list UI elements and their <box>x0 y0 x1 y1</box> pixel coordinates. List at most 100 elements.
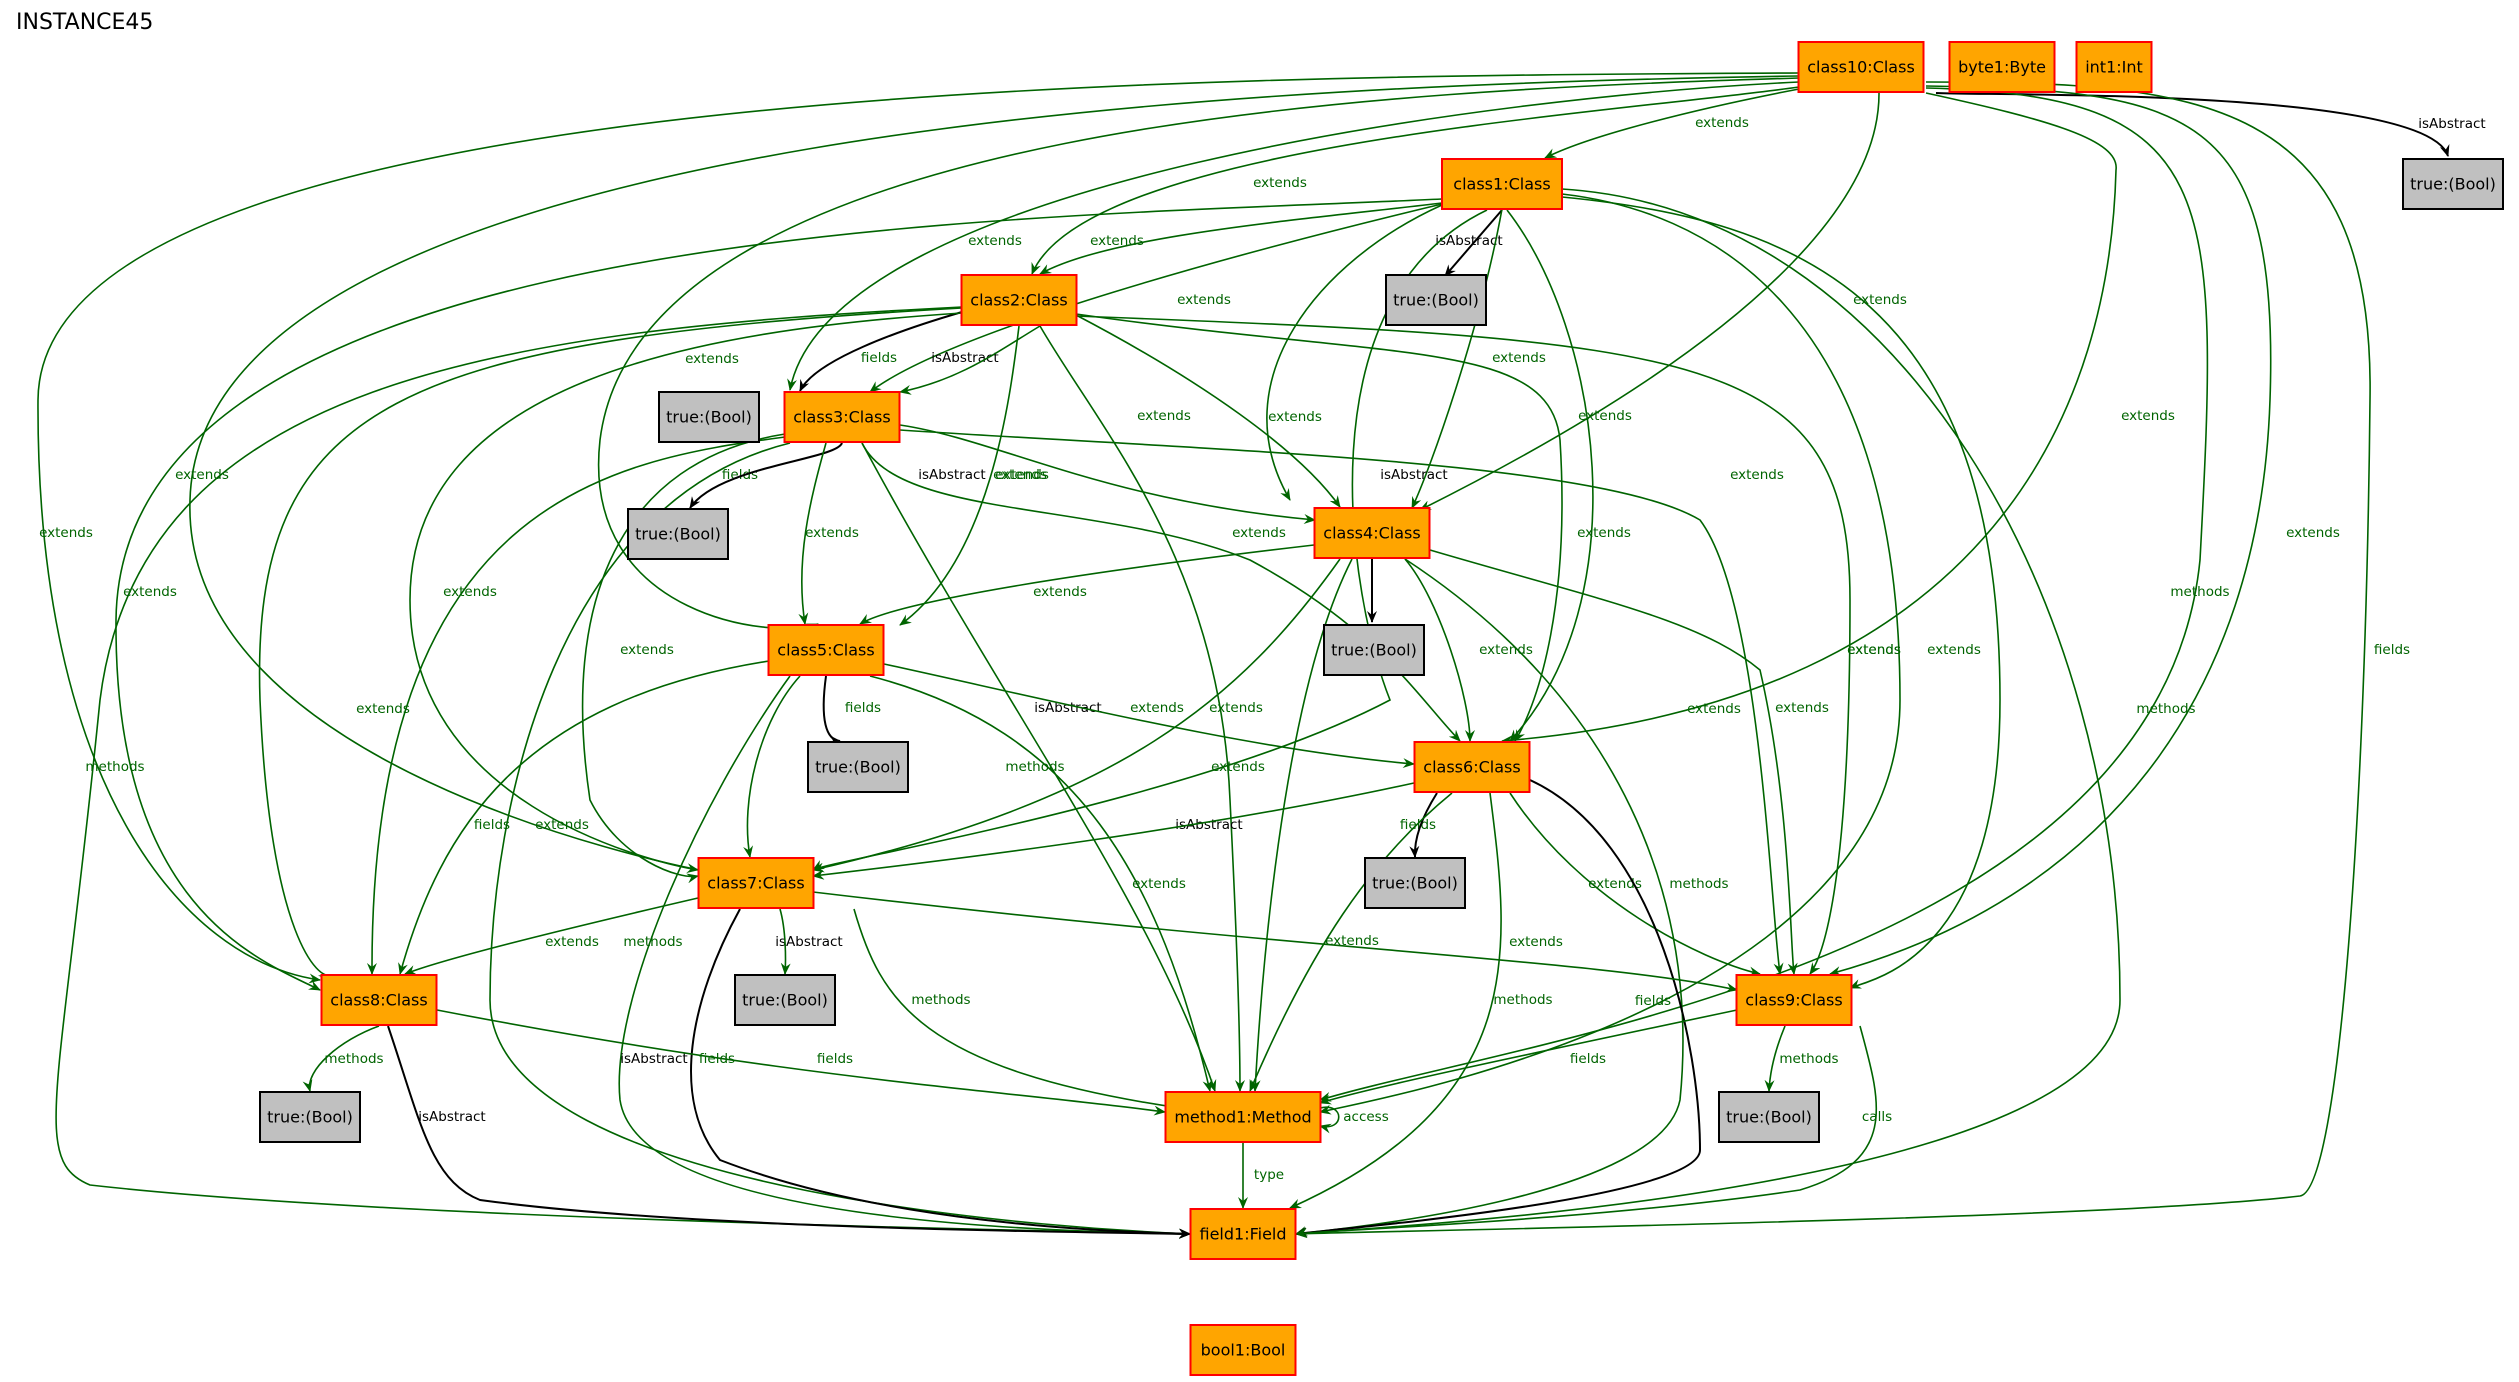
edge-label-extends: extends <box>1578 408 1632 424</box>
node-t2[interactable]: true:(Bool) <box>658 391 760 443</box>
edge-label-access: access <box>1343 1109 1389 1125</box>
node-box <box>1413 741 1531 793</box>
node-box <box>2402 158 2504 210</box>
edge-label-extends: extends <box>1577 525 1631 541</box>
edge-label-extends: extends <box>1132 876 1186 892</box>
node-class4[interactable]: class4:Class <box>1313 507 1431 559</box>
edge-class9-methods-method1 <box>1764 1025 1786 1092</box>
node-field1[interactable]: field1:Field <box>1189 1208 1297 1260</box>
node-class3[interactable]: class3:Class <box>783 391 901 443</box>
edge-label-extends: extends <box>1033 584 1087 600</box>
edge-class3-fields-field1 <box>489 442 1191 1239</box>
node-int1[interactable]: int1:Int <box>2075 41 2153 93</box>
edge-class10-extends-class3 <box>787 81 1800 391</box>
edge-label-isAbstract: isAbstract <box>1034 700 1101 716</box>
node-label: byte1:Byte <box>1958 58 2046 77</box>
edge-label-extends: extends <box>995 467 1049 483</box>
edge-label-extends: extends <box>685 351 739 367</box>
node-t1[interactable]: true:(Bool) <box>1385 274 1487 326</box>
node-label: int1:Int <box>2085 58 2143 77</box>
node-byte1[interactable]: byte1:Byte <box>1948 41 2056 93</box>
edge-class10-fields-field1 <box>1295 81 2371 1239</box>
node-label: class1:Class <box>1453 175 1550 194</box>
edge-label-extends: extends <box>1268 409 1322 425</box>
node-t10[interactable]: true:(Bool) <box>2402 158 2504 210</box>
edge-label-methods: methods <box>2170 584 2229 600</box>
node-label: true:(Bool) <box>1331 641 1417 660</box>
edge-label-extends: extends <box>1177 292 1231 308</box>
node-class5[interactable]: class5:Class <box>767 624 885 676</box>
edge-class3-extends-class5 <box>798 442 827 625</box>
edge-label-extends: extends <box>39 525 93 541</box>
edge-label-extends: extends <box>1847 642 1901 658</box>
edge-label-isAbstract: isAbstract <box>1435 233 1502 249</box>
edge-label-extends: extends <box>2286 525 2340 541</box>
node-class1[interactable]: class1:Class <box>1441 158 1563 210</box>
node-box <box>259 1091 361 1143</box>
node-t9[interactable]: true:(Bool) <box>1718 1091 1820 1143</box>
node-box <box>1164 1091 1322 1143</box>
node-box <box>734 974 836 1026</box>
node-class7[interactable]: class7:Class <box>697 857 815 909</box>
edge-label-extends: extends <box>535 817 589 833</box>
node-t5[interactable]: true:(Bool) <box>807 741 909 793</box>
edge-label-methods: methods <box>85 759 144 775</box>
node-t8[interactable]: true:(Bool) <box>259 1091 361 1143</box>
node-class9[interactable]: class9:Class <box>1735 974 1853 1026</box>
edge-label-extends: extends <box>123 584 177 600</box>
edge-label-extends: extends <box>993 467 1047 483</box>
edge-class9-isAbstract-t9 <box>387 1025 1191 1239</box>
node-box <box>1313 507 1431 559</box>
node-label: class3:Class <box>793 408 890 427</box>
edge-label-extends: extends <box>1253 175 1307 191</box>
edge-class10-extends-class5 <box>597 77 1800 633</box>
node-box <box>1718 1091 1820 1143</box>
node-label: true:(Bool) <box>267 1108 353 1127</box>
node-t3[interactable]: true:(Bool) <box>627 508 729 560</box>
edge-label-extends: extends <box>1730 467 1784 483</box>
edge-class10-extends-class8 <box>37 72 1800 984</box>
node-bool1[interactable]: bool1:Bool <box>1189 1324 1297 1376</box>
node-class2[interactable]: class2:Class <box>960 274 1078 326</box>
edge-class10-extends-class6 <box>1501 92 2117 746</box>
edge-label-fields: fields <box>699 1051 735 1067</box>
node-label: class4:Class <box>1323 524 1420 543</box>
edge-label-extends: extends <box>805 525 859 541</box>
node-class8[interactable]: class8:Class <box>320 974 438 1026</box>
node-label: field1:Field <box>1199 1225 1286 1244</box>
node-box <box>1189 1208 1297 1260</box>
edge-label-isAbstract: isAbstract <box>2418 116 2485 132</box>
edge-class8-isAbstract-t8 <box>690 908 1191 1239</box>
edge-class2-extends-class8 <box>258 307 963 985</box>
edge-class4-fields-field1 <box>1295 558 1684 1238</box>
edge-class10-extends-class1 <box>1544 88 1800 159</box>
node-label: true:(Bool) <box>1393 291 1479 310</box>
node-class6[interactable]: class6:Class <box>1413 741 1531 793</box>
edge-class3-extends-class9 <box>899 429 1784 975</box>
edge-class9-fields-field1 <box>1319 1009 1738 1105</box>
edge-label-isAbstract: isAbstract <box>1175 817 1242 833</box>
edge-label-extends: extends <box>968 233 1022 249</box>
edge-class5-methods-method1 <box>869 675 1213 1092</box>
edge-label-calls: calls <box>1862 1109 1892 1125</box>
edge-class2-extends-class9 <box>1075 315 1851 975</box>
edge-class8-methods-method1 <box>302 1025 380 1092</box>
edge-class1-methods-method1 <box>1319 193 1901 1115</box>
node-method1[interactable]: method1:Method <box>1164 1091 1322 1143</box>
edge-label-extends: extends <box>356 701 410 717</box>
edge-label-isAbstract: isAbstract <box>1380 467 1447 483</box>
edge-label-methods: methods <box>911 992 970 1008</box>
node-t6[interactable]: true:(Bool) <box>1364 857 1466 909</box>
edge-class4-extends-class9 <box>1429 549 1798 975</box>
node-t7[interactable]: true:(Bool) <box>734 974 836 1026</box>
node-class10[interactable]: class10:Class <box>1797 41 1925 93</box>
node-label: class2:Class <box>970 291 1067 310</box>
edge-label-extends: extends <box>443 584 497 600</box>
edge-label-isAbstract: isAbstract <box>620 1051 687 1067</box>
node-label: true:(Bool) <box>2410 175 2496 194</box>
node-label: true:(Bool) <box>666 408 752 427</box>
edge-label-extends: extends <box>1090 233 1144 249</box>
node-t4[interactable]: true:(Bool) <box>1323 624 1425 676</box>
node-box <box>1797 41 1925 93</box>
